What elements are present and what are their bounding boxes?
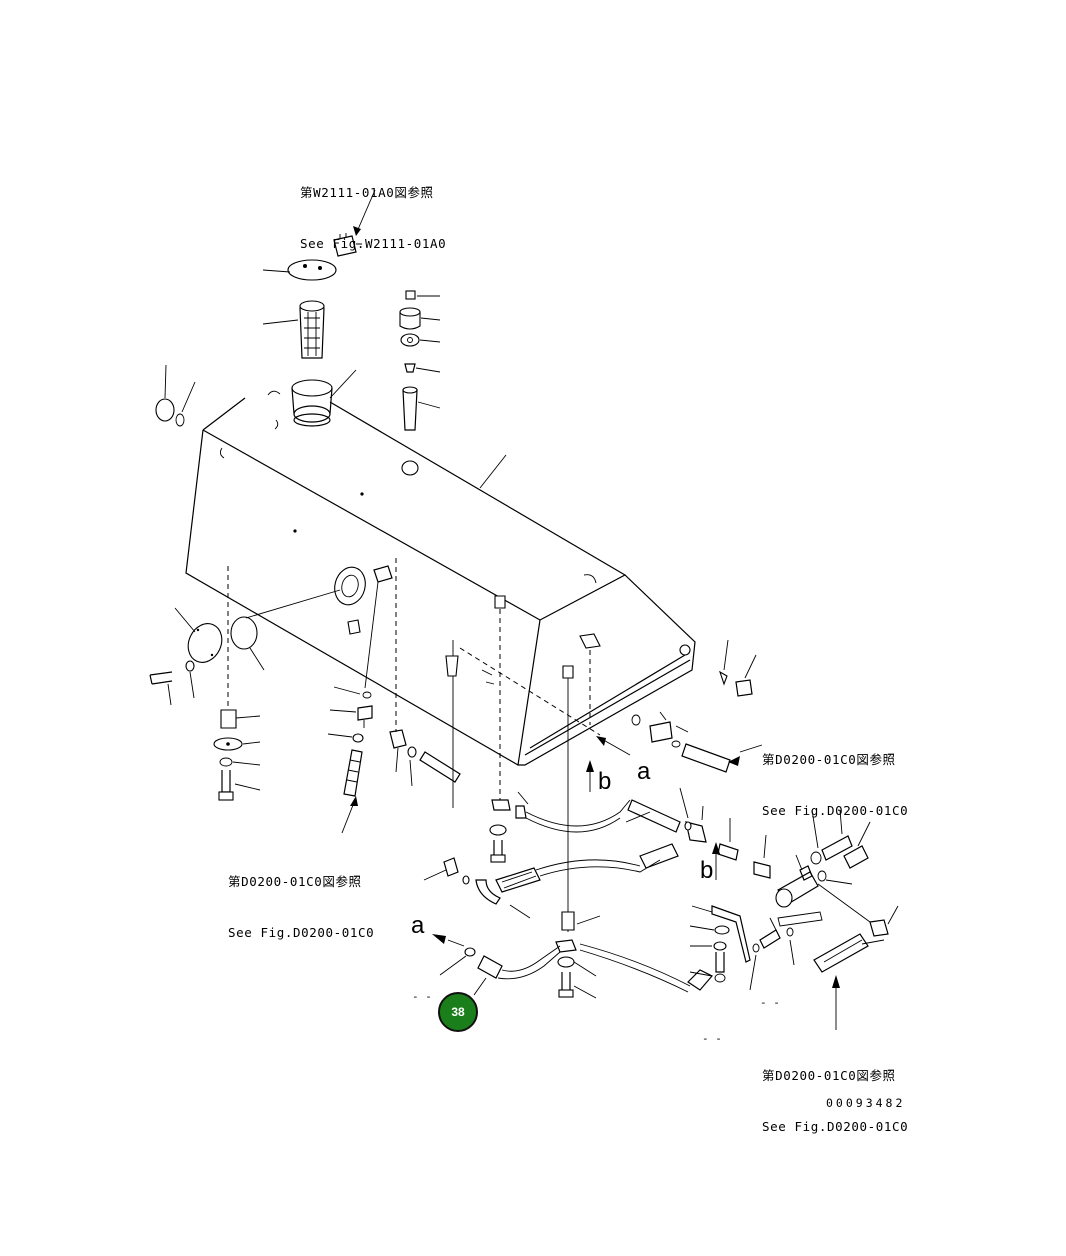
note-w2111: 第W2111-01A0図参照 See Fig.W2111-01A0: [300, 150, 446, 269]
dash-mark-right: - -: [702, 1032, 722, 1045]
callout-badge-38[interactable]: 38: [438, 992, 478, 1032]
note-d0200-right-lower: 第D0200-01C0図参照 See Fig.D0200-01C0: [762, 1033, 908, 1152]
note-d0200-right-upper-en: See Fig.D0200-01C0: [762, 803, 909, 818]
side-plug: [155, 364, 196, 427]
mount-right: [555, 633, 601, 999]
right-fittings: [596, 639, 899, 1030]
mount-left: [213, 566, 261, 801]
note-d0200-left-en: See Fig.D0200-01C0: [228, 925, 375, 940]
fuel-tank: [185, 390, 696, 766]
view-letter-a-lower: a: [411, 912, 425, 939]
note-d0200-left: 第D0200-01C0図参照 See Fig.D0200-01C0: [228, 839, 374, 958]
hose-lines: [423, 787, 713, 996]
note-d0200-right-lower-en: See Fig.D0200-01C0: [762, 1119, 909, 1134]
bracket-lower: [432, 760, 795, 991]
drawing-number: 00093482: [826, 1096, 906, 1110]
note-w2111-jp: 第W2111-01A0図参照: [300, 185, 434, 200]
note-d0200-right-upper: 第D0200-01C0図参照 See Fig.D0200-01C0: [762, 717, 908, 836]
view-letter-b-lower: b: [700, 857, 714, 884]
dash-mark-left: - -: [412, 990, 432, 1003]
filler-assembly: [262, 189, 376, 427]
view-letter-b-upper: b: [598, 768, 612, 795]
mount-centre: [481, 595, 631, 863]
breather-stack: [399, 290, 507, 489]
note-w2111-en: See Fig.W2111-01A0: [300, 236, 447, 251]
view-letter-a-upper: a: [637, 758, 651, 785]
dash-mark-middle: - -: [760, 996, 780, 1009]
cover-plate: [149, 566, 366, 706]
note-d0200-right-upper-jp: 第D0200-01C0図参照: [762, 752, 896, 767]
note-d0200-right-lower-jp: 第D0200-01C0図参照: [762, 1068, 896, 1083]
note-d0200-left-jp: 第D0200-01C0図参照: [228, 874, 362, 889]
drain-assembly: [327, 558, 461, 834]
